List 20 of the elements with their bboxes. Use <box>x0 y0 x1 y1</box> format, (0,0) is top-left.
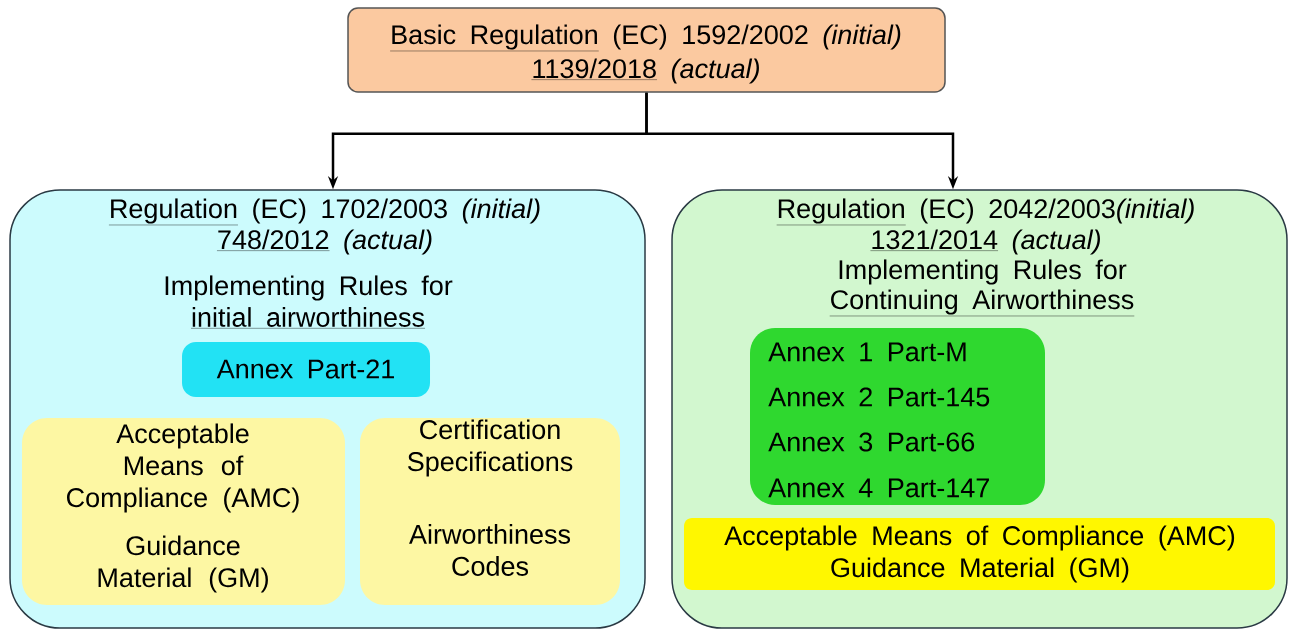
node-label: (actual) <box>1012 229 1100 255</box>
node-label: (initial) <box>462 198 540 224</box>
node-label: (initial) <box>1117 198 1194 224</box>
node-label: 1321/2014 <box>872 229 998 250</box>
node-label: Implementing Rules for <box>839 259 1127 285</box>
node-label: (actual) <box>344 229 432 255</box>
specification-box: Certification Specifications Airworthiness Codes <box>360 418 620 605</box>
guidance-box: Acceptable Means of Compliance (AMC) Guidance Material (GM) <box>22 418 345 605</box>
node-label: Regulation <box>111 198 237 224</box>
node-label: (EC) 1702/2003 <box>253 198 447 224</box>
node-label: Continuing Airworthiness <box>831 289 1134 315</box>
guidance-box: Acceptable Means of Compliance (AMC) Guidance Material (GM) <box>684 518 1275 590</box>
annex-box: Annex Part-21 <box>182 342 430 397</box>
regulation-box: Basic Regulation (EC) 1592/2002 (initial) 1139/2018 (actual) <box>347 7 946 93</box>
node-label: 748/2012 <box>218 229 329 250</box>
node-label: Implementing Rules for <box>165 275 453 301</box>
annex-list-box: Annex 1 Part-M Annex 2 Part-145 Annex 3 Part-66 Annex 4 Part-147 <box>750 328 1045 505</box>
node-label: initial airworthiness <box>192 307 425 327</box>
node-label: Regulation <box>778 198 904 224</box>
node-label: (EC) 2042/2003 <box>920 198 1115 224</box>
